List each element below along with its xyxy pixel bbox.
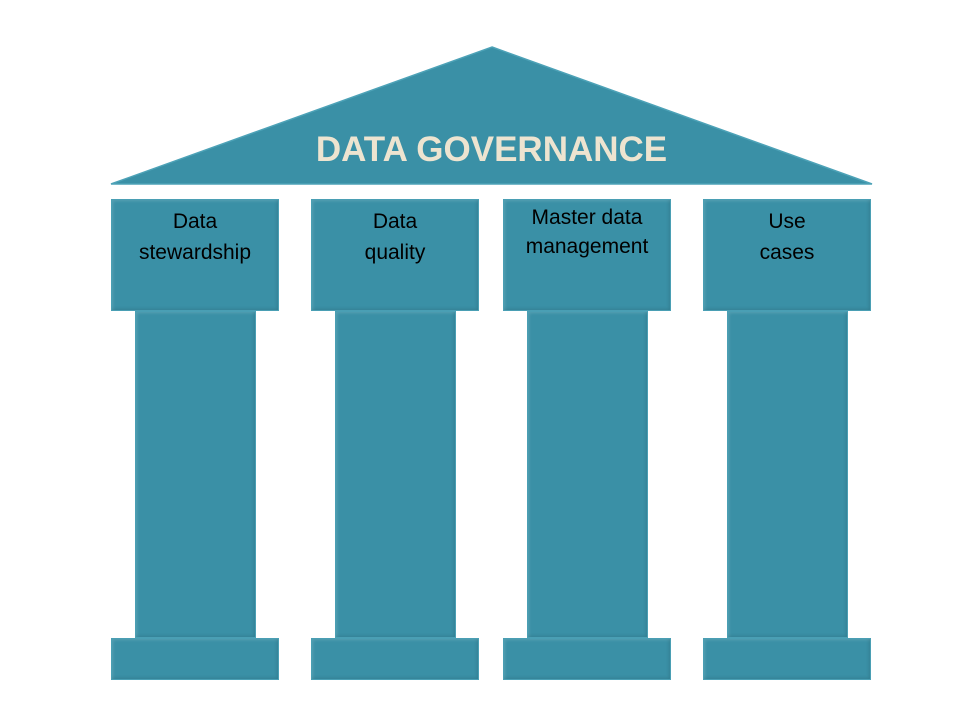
- pillar-shaft: [335, 311, 456, 638]
- pillar-capital: Use cases: [703, 199, 871, 311]
- pillar-base: [311, 638, 479, 680]
- pillar-shaft: [727, 311, 848, 638]
- pillar-label-line2: cases: [759, 241, 815, 264]
- pillar-base: [111, 638, 279, 680]
- pillar-base: [703, 638, 871, 680]
- pillar-label-line2: management: [525, 235, 649, 258]
- pillar-capital: Master data management: [503, 199, 671, 311]
- pillar-capital: Data stewardship: [111, 199, 279, 311]
- pillar-shaft: [135, 311, 256, 638]
- pillar-base: [503, 638, 671, 680]
- pillar-label-line2: stewardship: [138, 241, 252, 264]
- pillar-label-line1: Data: [372, 210, 418, 233]
- pillar-capital: Data quality: [311, 199, 479, 311]
- pillar-label-line1: Master data: [531, 206, 643, 229]
- pillar-shaft: [527, 311, 648, 638]
- diagram-title: DATA GOVERNANCE: [315, 130, 668, 169]
- pillar-label-line2: quality: [364, 241, 426, 264]
- pillar-label-line1: Use: [768, 210, 806, 233]
- pillar-label-line1: Data: [172, 210, 218, 233]
